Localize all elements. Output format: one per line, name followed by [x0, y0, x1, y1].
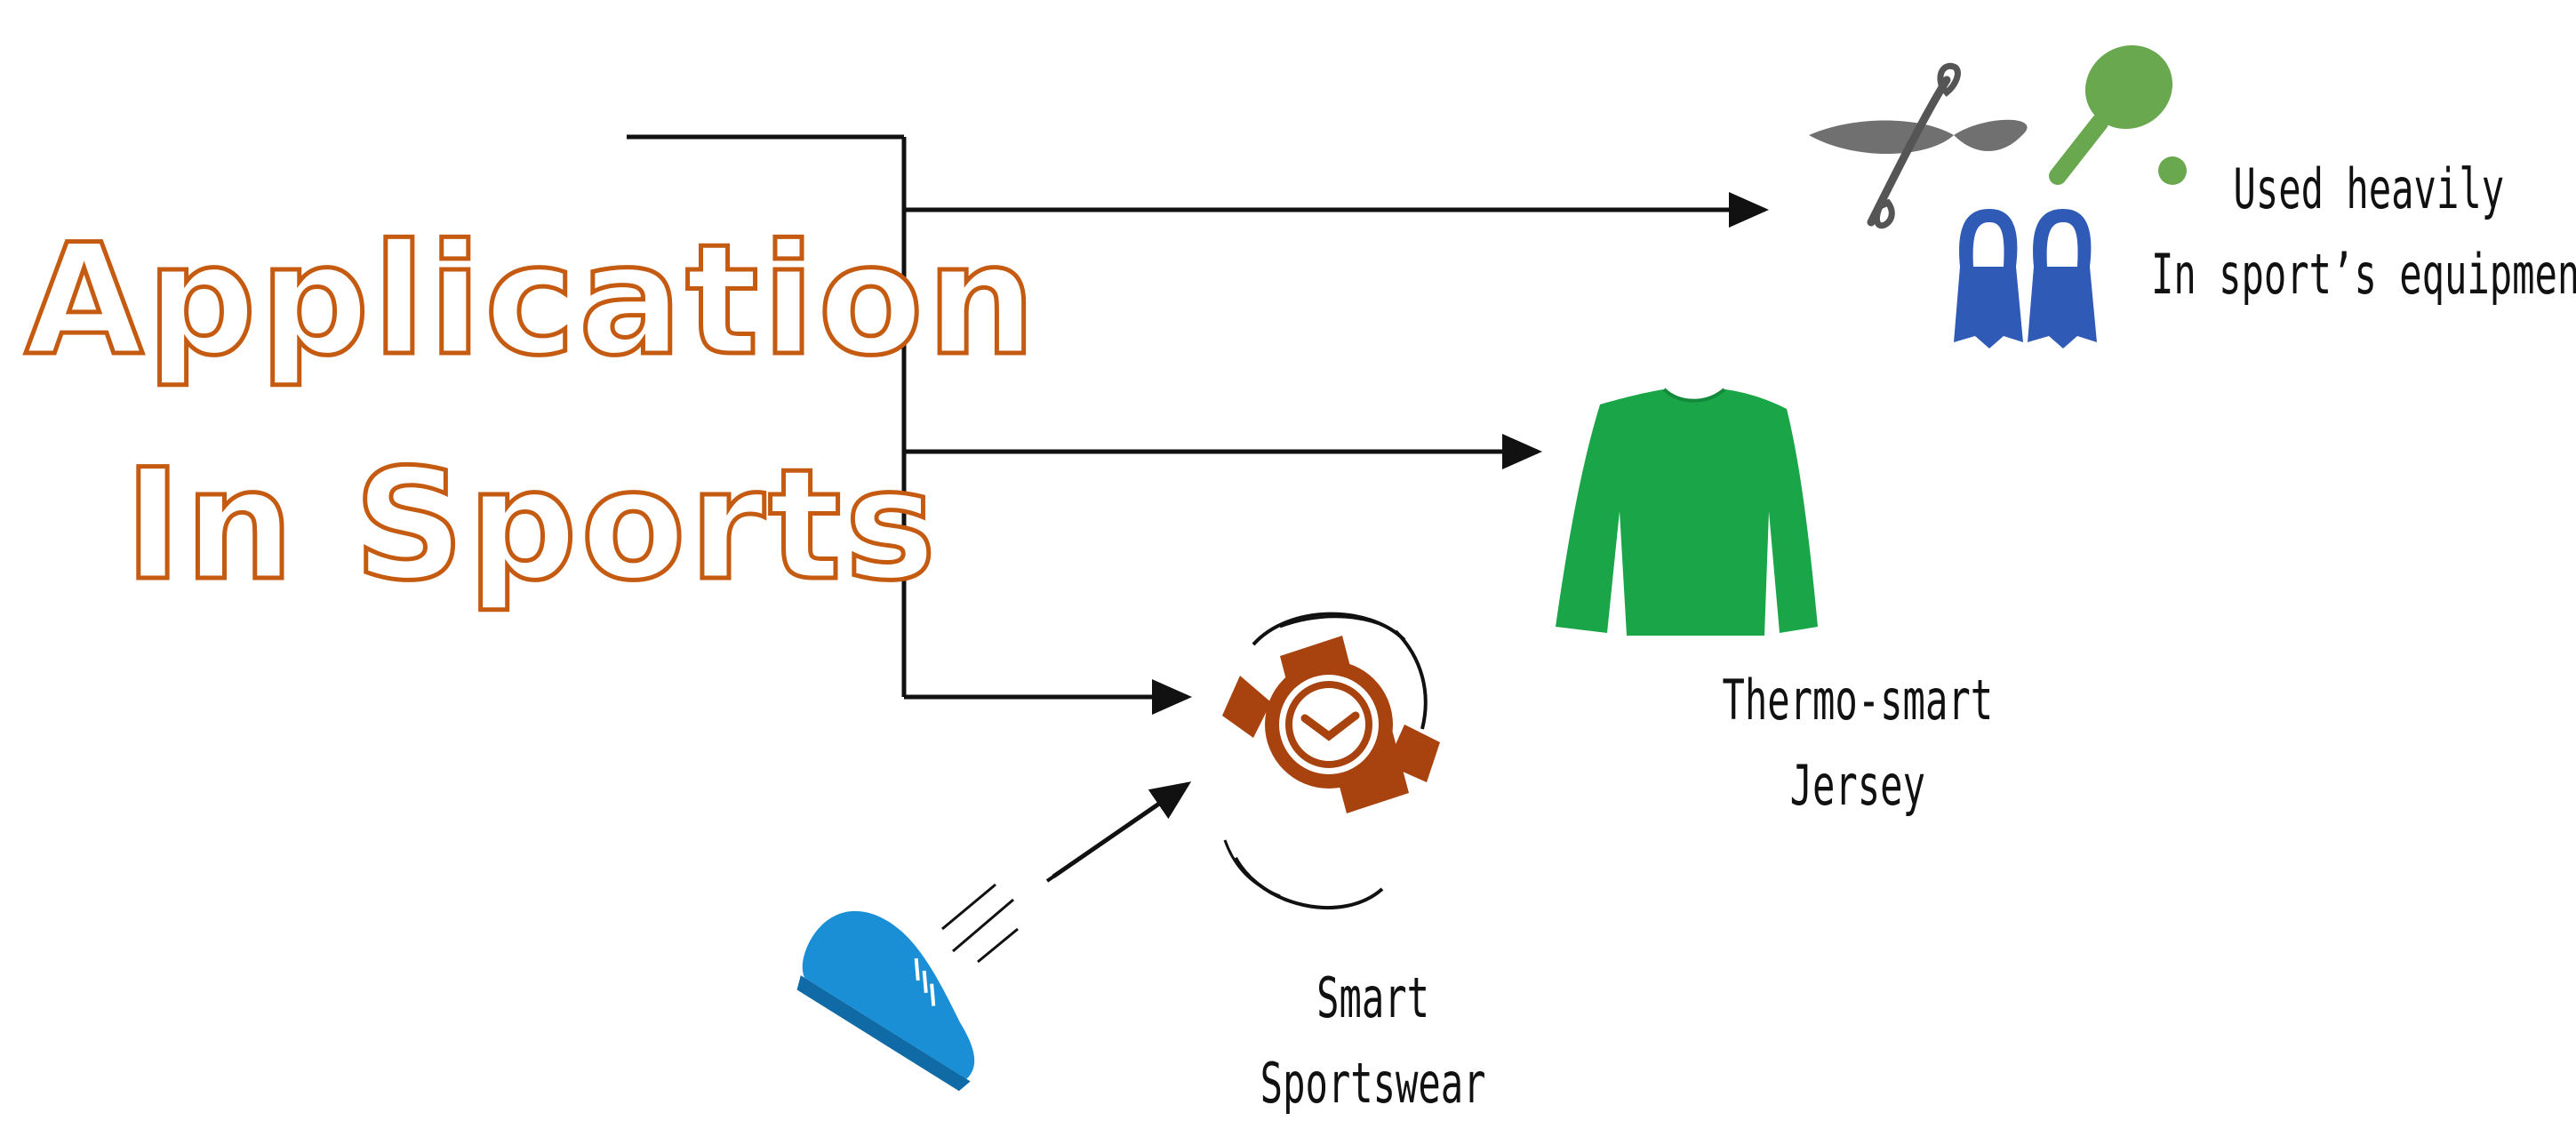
swim-fins-icon: [1954, 209, 2097, 348]
title-line-1: Application: [22, 211, 1040, 389]
running-shoe-icon: [796, 910, 975, 1092]
kayak-paddle-icon: [1809, 62, 2028, 229]
caption-smart-line-1: Smart: [1316, 965, 1430, 1030]
caption-jersey: Thermo-smart Jersey: [1716, 658, 2000, 829]
caption-smart-sportswear: Smart Sportswear: [1240, 956, 1506, 1126]
caption-equipment-line-2: In sport’s equipment: [2151, 242, 2576, 307]
motion-lines: [941, 883, 1019, 964]
connector-tree: [627, 134, 1769, 883]
arrow-watch-to-shoe: [1045, 847, 1095, 883]
caption-equipment-line-1: Used heavily: [2233, 156, 2505, 221]
ping-pong-racket-icon: [2049, 44, 2187, 185]
caption-jersey-line-1: Thermo-smart: [1722, 668, 1994, 733]
smartwatch-icon: [1222, 612, 1440, 909]
title-line-2: In Sports: [123, 436, 940, 614]
caption-jersey-line-2: Jersey: [1789, 753, 1925, 818]
jersey-icon: [1556, 388, 1818, 636]
caption-equipment: Used heavily In sport’s equipment: [2151, 147, 2576, 317]
caption-smart-line-2: Sportswear: [1260, 1051, 1486, 1116]
